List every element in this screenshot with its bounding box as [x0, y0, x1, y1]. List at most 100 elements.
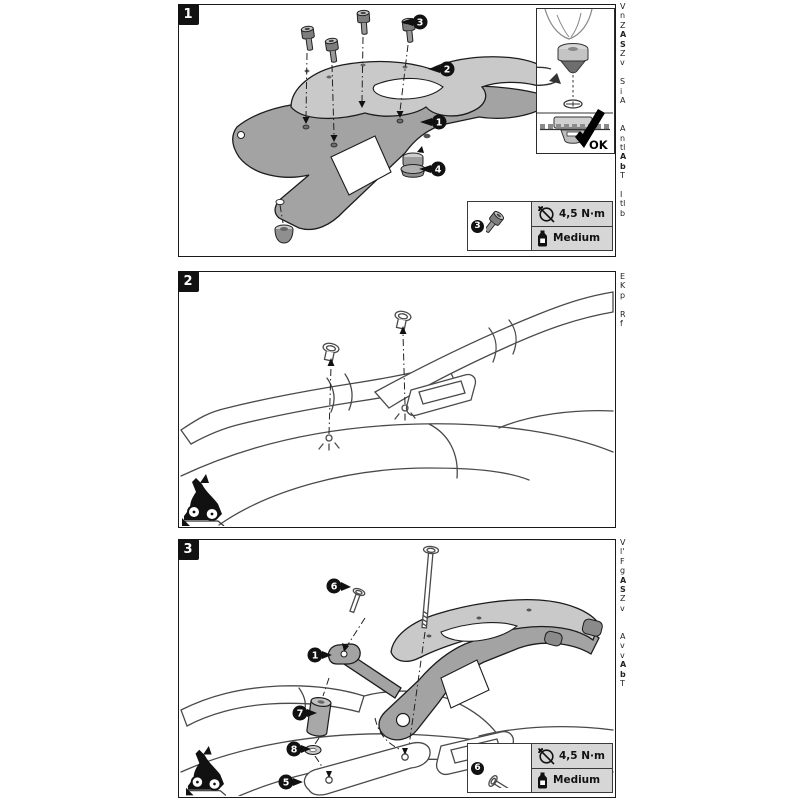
- svg-text:7: 7: [297, 709, 304, 720]
- callout-5: 5: [278, 774, 303, 790]
- fixing-screws: [300, 9, 417, 142]
- text-fragment: A: [620, 96, 626, 106]
- motorcycle-pictogram: [181, 473, 225, 526]
- grommet-detail-inset: OK: [515, 8, 615, 154]
- step-panel-2: 2: [177, 270, 616, 528]
- text-fragment: T: [620, 679, 625, 689]
- exploded-rack-assembly-drawing: 3 2 1 4: [232, 9, 553, 244]
- text-fragment: f: [620, 319, 623, 329]
- screw-6: [342, 587, 366, 652]
- svg-text:5: 5: [283, 778, 290, 789]
- text-fragment: E: [620, 272, 626, 281]
- torque-row: 4,5 N·m: [532, 202, 612, 226]
- text-fragment: A: [620, 575, 627, 585]
- callout-2: 2: [428, 61, 455, 77]
- text-fragment: A: [620, 632, 626, 642]
- rubber-bumper-part: [274, 204, 294, 244]
- text-fragment: Z: [620, 594, 626, 604]
- rubber-grommet-part: [400, 146, 426, 178]
- tail-bodywork-lines: [180, 373, 614, 526]
- step-panel-3: 3: [177, 538, 616, 798]
- torque-row: 4,5 N·m: [532, 744, 612, 768]
- text-fragment: F: [620, 556, 625, 566]
- grab-rail-tubes: [180, 291, 614, 445]
- svg-text:1: 1: [312, 651, 319, 662]
- svg-text:4: 4: [435, 165, 442, 176]
- part-number-badge: 6: [471, 761, 484, 775]
- torque-part-cell: 6: [468, 744, 532, 792]
- callout-6: 6: [326, 578, 351, 594]
- grommet-install-detail-drawing: OK: [515, 8, 613, 152]
- text-fragment: [620, 300, 631, 309]
- long-screw-icon: [488, 775, 522, 788]
- text-fragment: [620, 115, 631, 124]
- text-fragment: S: [620, 585, 626, 595]
- remove-oem-screws-drawing: [180, 291, 614, 526]
- torque-part-cell: 3: [468, 202, 532, 250]
- text-fragment: b: [620, 208, 626, 218]
- text-fragment: V: [620, 2, 626, 11]
- oem-screws-removal: [318, 309, 416, 451]
- hand-icon: [544, 8, 593, 40]
- step-number-badge: 3: [177, 538, 199, 560]
- torque-spec-box: 6 4,5 N·m: [467, 743, 613, 793]
- text-fragment: I: [620, 190, 623, 200]
- threadlock-row: Medium: [532, 225, 612, 250]
- step-number-badge: 2: [177, 270, 199, 292]
- svg-text:3: 3: [417, 18, 424, 29]
- threadlocker-bottle-icon: [538, 230, 547, 247]
- grommet-turn-illustration: [515, 43, 589, 109]
- top-bracket-part: [290, 56, 553, 120]
- callout-8: 8: [286, 741, 311, 757]
- under-plate: [303, 717, 431, 796]
- torque-spec-box: 3 4,5 N·m: [467, 201, 613, 251]
- svg-text:1: 1: [436, 118, 443, 129]
- text-fragment: tl: [620, 143, 626, 153]
- text-fragment: i: [620, 86, 623, 96]
- text-fragment: n: [620, 11, 626, 21]
- spacer-bushing: [306, 677, 332, 745]
- torque-wrench-crossed-icon: [537, 206, 555, 223]
- text-fragment: v: [620, 650, 625, 660]
- torque-value: 4,5 N·m: [559, 749, 605, 762]
- rack-assembly: [327, 598, 603, 741]
- text-fragment: v: [620, 58, 625, 68]
- text-fragment: [620, 181, 631, 190]
- text-fragment: A: [620, 152, 627, 162]
- text-fragment: S: [620, 39, 626, 49]
- text-fragment: K: [620, 281, 626, 291]
- mount-rack-drawing: 6 1 7 8 5: [180, 545, 614, 796]
- text-fragment: p: [620, 290, 626, 300]
- text-fragment: v: [620, 641, 625, 651]
- svg-text:2: 2: [444, 65, 451, 76]
- callout-7: 7: [292, 705, 317, 721]
- text-fragment: S: [620, 77, 626, 87]
- text-fragment: [620, 613, 631, 622]
- checkmark-icon: [575, 109, 605, 148]
- callout-1: 1: [420, 114, 447, 130]
- text-fragment: A: [620, 124, 626, 134]
- callout-1: 1: [307, 647, 332, 663]
- callout-3: 3: [401, 14, 428, 30]
- text-fragment: n: [620, 133, 626, 143]
- screw-hole-marks: [318, 404, 416, 451]
- text-fragment: [620, 623, 631, 632]
- motorcycle-pictogram: [185, 745, 227, 796]
- threadlock-value: Medium: [553, 232, 601, 245]
- text-fragment: b: [620, 669, 626, 679]
- text-fragment: T: [620, 171, 625, 181]
- step-number-badge: 1: [177, 3, 199, 25]
- text-fragment: v: [620, 603, 625, 613]
- torque-value: 4,5 N·m: [559, 207, 605, 220]
- threadlock-value: Medium: [553, 774, 601, 787]
- threadlock-row: Medium: [532, 767, 612, 792]
- long-screw: [405, 545, 440, 754]
- torque-wrench-crossed-icon: [537, 748, 555, 765]
- text-fragment: Z: [620, 49, 626, 59]
- svg-text:6: 6: [331, 582, 338, 593]
- text-fragment: V: [620, 538, 626, 547]
